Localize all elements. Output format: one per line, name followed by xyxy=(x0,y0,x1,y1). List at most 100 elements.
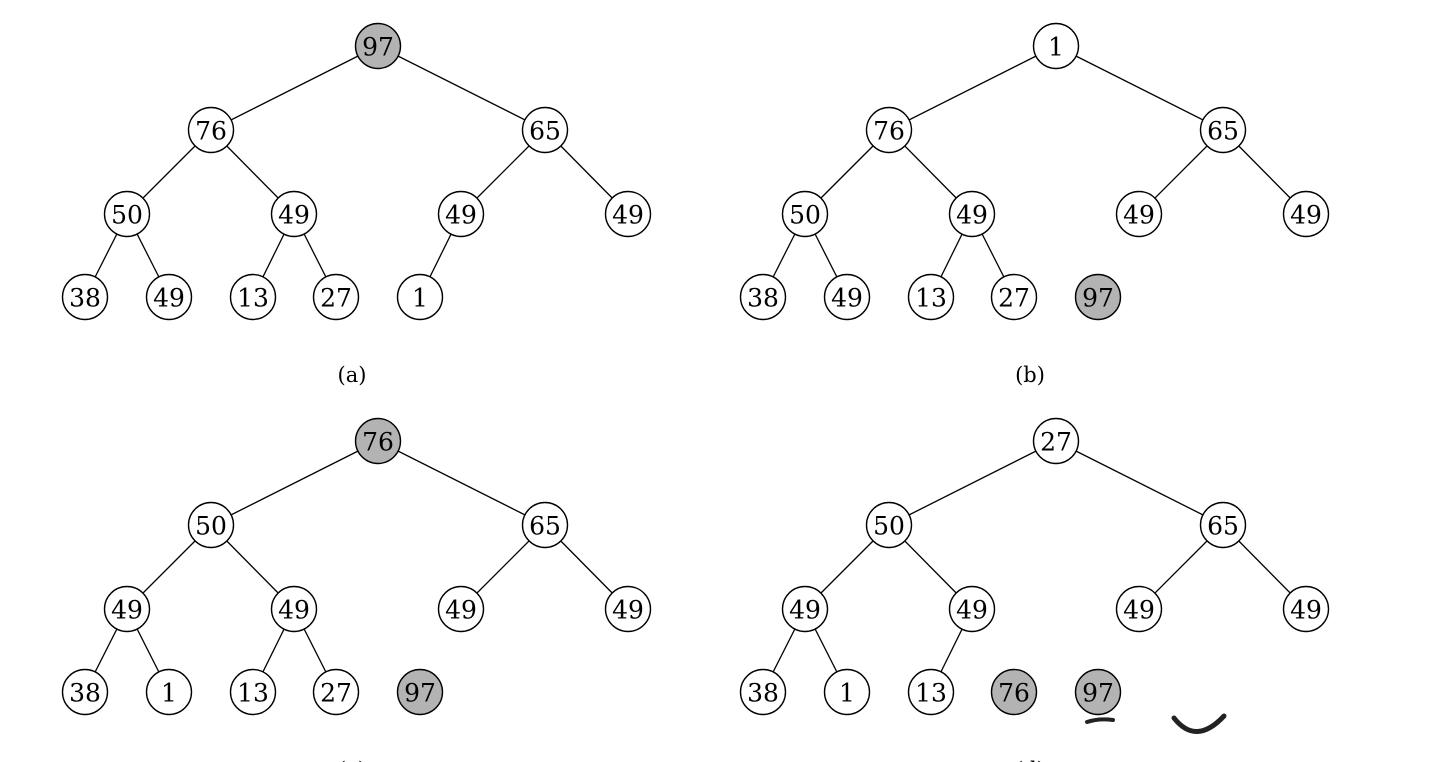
tree-node: 49 xyxy=(437,190,485,238)
node-label: 50 xyxy=(195,512,227,541)
node-circle xyxy=(907,668,955,716)
tree-node: 49 xyxy=(948,585,996,633)
node-label: 38 xyxy=(747,284,779,313)
node-circle xyxy=(1032,417,1080,465)
tree-node: 38 xyxy=(61,668,109,716)
node-label: 13 xyxy=(915,679,947,708)
node-circle xyxy=(865,106,913,154)
node-label: 76 xyxy=(362,428,394,457)
tree-node: 49 xyxy=(270,190,318,238)
tree-node: 49 xyxy=(781,585,829,633)
tree-node: 76 xyxy=(865,106,913,154)
node-circle xyxy=(229,668,277,716)
node-label: 65 xyxy=(1207,512,1239,541)
panel-caption: (b) xyxy=(1015,363,1045,387)
tree-node: 49 xyxy=(1282,190,1330,238)
tree-edge xyxy=(1055,440,1224,526)
node-label: 65 xyxy=(1207,117,1239,146)
node-circle xyxy=(1199,106,1247,154)
node-circle xyxy=(604,585,652,633)
node-circle xyxy=(1074,668,1122,716)
tree-node: 38 xyxy=(61,273,109,321)
node-circle xyxy=(396,273,444,321)
node-label: 49 xyxy=(445,201,477,230)
node-circle xyxy=(521,501,569,549)
highlighted-node: 97 xyxy=(1074,668,1122,716)
node-label: 49 xyxy=(278,201,310,230)
node-label: 1 xyxy=(412,284,428,313)
node-label: 27 xyxy=(320,679,352,708)
node-label: 50 xyxy=(111,201,143,230)
tree-node: 65 xyxy=(521,106,569,154)
highlighted-node: 97 xyxy=(396,668,444,716)
node-label: 49 xyxy=(789,596,821,625)
node-circle xyxy=(61,273,109,321)
node-circle xyxy=(270,585,318,633)
tree-node: 50 xyxy=(187,501,235,549)
tree-node: 49 xyxy=(1115,190,1163,238)
node-label: 38 xyxy=(69,284,101,313)
node-label: 49 xyxy=(1290,201,1322,230)
node-circle xyxy=(948,585,996,633)
scan-artifact xyxy=(1080,713,1380,762)
node-circle xyxy=(823,668,871,716)
node-label: 65 xyxy=(529,512,561,541)
tree-node: 49 xyxy=(604,585,652,633)
node-circle xyxy=(229,273,277,321)
tree-node: 13 xyxy=(229,668,277,716)
tree-node: 13 xyxy=(907,668,955,716)
node-circle xyxy=(354,417,402,465)
tree-edge xyxy=(377,440,546,526)
tree-node: 1 xyxy=(396,273,444,321)
tree-node: 49 xyxy=(823,273,871,321)
tree-edge xyxy=(1055,45,1224,131)
highlighted-node: 76 xyxy=(990,668,1038,716)
node-circle xyxy=(521,106,569,154)
node-label: 49 xyxy=(956,596,988,625)
node-circle xyxy=(990,668,1038,716)
tree-node: 49 xyxy=(1282,585,1330,633)
node-circle xyxy=(1115,585,1163,633)
node-label: 49 xyxy=(1290,596,1322,625)
tree-node: 65 xyxy=(1199,501,1247,549)
tree-node: 27 xyxy=(312,273,360,321)
node-label: 49 xyxy=(612,596,644,625)
node-circle xyxy=(1282,190,1330,238)
tree-node: 1 xyxy=(1032,22,1080,70)
node-label: 38 xyxy=(69,679,101,708)
tree-node: 49 xyxy=(437,585,485,633)
node-label: 65 xyxy=(529,117,561,146)
node-circle xyxy=(990,273,1038,321)
node-label: 27 xyxy=(1040,428,1072,457)
highlighted-node: 97 xyxy=(1074,273,1122,321)
tree-node: 13 xyxy=(229,273,277,321)
tree-node: 50 xyxy=(781,190,829,238)
node-circle xyxy=(187,501,235,549)
node-label: 27 xyxy=(320,284,352,313)
node-label: 97 xyxy=(1082,679,1114,708)
node-circle xyxy=(948,190,996,238)
node-label: 76 xyxy=(195,117,227,146)
tree-node: 76 xyxy=(187,106,235,154)
tree-node: 50 xyxy=(103,190,151,238)
node-circle xyxy=(312,273,360,321)
node-circle xyxy=(437,585,485,633)
tree-edge xyxy=(888,440,1057,526)
node-circle xyxy=(312,668,360,716)
node-circle xyxy=(1074,273,1122,321)
node-circle xyxy=(270,190,318,238)
tree-edge xyxy=(210,440,379,526)
tree-node: 49 xyxy=(604,190,652,238)
tree-node: 38 xyxy=(739,668,787,716)
node-label: 49 xyxy=(612,201,644,230)
tree-node: 13 xyxy=(907,273,955,321)
tree-node: 49 xyxy=(270,585,318,633)
node-circle xyxy=(61,668,109,716)
tree-node: 27 xyxy=(1032,417,1080,465)
node-label: 38 xyxy=(747,679,779,708)
tree-node: 27 xyxy=(990,273,1038,321)
node-circle xyxy=(354,22,402,70)
